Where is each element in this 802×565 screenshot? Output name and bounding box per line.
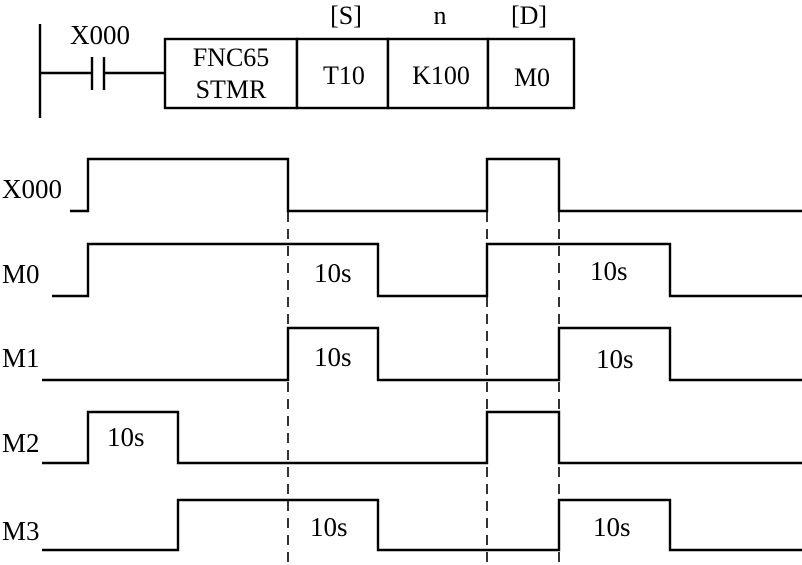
trace-m2: [42, 410, 802, 465]
waveform-m1: M1 10s 10s: [2, 326, 802, 382]
operand-d-header: [D]: [511, 1, 547, 30]
operand-n-value: K100: [412, 61, 470, 90]
delay-label: 10s: [596, 344, 634, 374]
trace-x000: [70, 157, 802, 213]
waveform-x000: X000: [2, 157, 802, 213]
trace-m0: [52, 242, 802, 298]
ladder-rung: X000 FNC65 STMR [S] n [D] T10 K100 M0: [38, 1, 576, 118]
signal-label-m3: M3: [2, 516, 40, 546]
operand-s-header: [S]: [330, 1, 362, 30]
waveform-m2: M2 10s: [2, 410, 802, 465]
instruction-box: [163, 37, 299, 110]
instruction-mnemonic: STMR: [196, 75, 267, 104]
delay-label: 10s: [593, 512, 631, 542]
waveform-m3: M3 10s 10s: [2, 498, 802, 552]
operand-s-value: T10: [323, 61, 365, 90]
contact-label: X000: [70, 20, 130, 50]
delay-label: 10s: [590, 256, 628, 286]
signal-label-m0: M0: [2, 259, 40, 289]
operand-n-header: n: [434, 1, 447, 30]
signal-label-m1: M1: [2, 343, 40, 373]
delay-label: 10s: [310, 512, 348, 542]
signal-label-m2: M2: [2, 428, 40, 458]
delay-label: 10s: [107, 422, 145, 452]
trace-m1: [42, 326, 802, 382]
operand-n-box: [386, 37, 490, 110]
operand-d-box: [486, 37, 576, 110]
delay-label: 10s: [314, 342, 352, 372]
operand-d-value: M0: [514, 63, 550, 92]
trace-m3: [42, 498, 802, 552]
delay-label: 10s: [314, 258, 352, 288]
waveform-m0: M0 10s 10s: [2, 242, 802, 298]
instruction-code: FNC65: [193, 43, 270, 72]
signal-label-x000: X000: [2, 174, 62, 204]
